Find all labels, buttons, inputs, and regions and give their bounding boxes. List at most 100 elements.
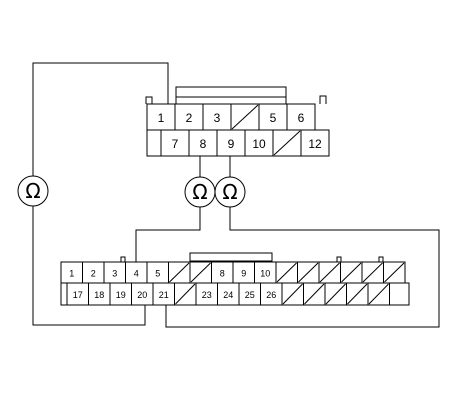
pin-number: 18 xyxy=(94,290,104,300)
empty-pin-cell xyxy=(189,261,212,284)
empty-pin-cell xyxy=(168,261,191,284)
pin-cell: 12 xyxy=(300,129,330,157)
wire-upper9-to-lower21 xyxy=(165,156,440,328)
pin-number: 24 xyxy=(223,290,233,300)
empty-pin-cell xyxy=(324,282,347,306)
pin-cell: 9 xyxy=(232,261,255,284)
pin-cell-border xyxy=(160,129,190,157)
pin-cell-border xyxy=(300,129,330,157)
pin-number: 7 xyxy=(172,137,179,151)
ohm-symbol: Ω xyxy=(222,180,237,204)
pin-number: 9 xyxy=(228,137,235,151)
pin-cell: 2 xyxy=(82,261,105,284)
unused-pin-slash xyxy=(169,262,190,283)
pin-number: 25 xyxy=(245,290,255,300)
ohm-symbol: Ω xyxy=(25,179,40,203)
ohmmeter-right: Ω xyxy=(214,176,246,208)
pin-number: 1 xyxy=(69,269,74,279)
pin-cell: 6 xyxy=(286,103,316,131)
empty-pin-cell xyxy=(281,282,304,306)
pin-number: 21 xyxy=(159,290,169,300)
empty-pin-cell xyxy=(272,129,302,157)
empty-pin-cell xyxy=(346,282,369,306)
pin-cell: 7 xyxy=(160,129,190,157)
pin-number: 8 xyxy=(220,269,225,279)
pin-number: 3 xyxy=(112,269,117,279)
pin-cell: 18 xyxy=(88,282,111,306)
pin-cell: 19 xyxy=(109,282,132,306)
pin-cell: 10 xyxy=(254,261,277,284)
upper-connector-housing xyxy=(145,95,327,104)
upper-row2-spacer xyxy=(146,129,162,157)
unused-pin-slash xyxy=(231,104,259,130)
empty-pin-cell xyxy=(318,261,341,284)
pin-number: 26 xyxy=(266,290,276,300)
wire-upper1-to-lower20 xyxy=(32,62,169,326)
unused-pin-slash xyxy=(282,283,303,305)
pin-cell: 23 xyxy=(195,282,218,306)
pin-number: 9 xyxy=(241,269,246,279)
pin-cell-border xyxy=(216,129,246,157)
unused-pin-slash xyxy=(325,283,346,305)
unused-pin-slash xyxy=(341,262,362,283)
unused-pin-slash xyxy=(347,283,368,305)
lower-row2-spacer xyxy=(60,282,68,306)
pin-number: 10 xyxy=(252,137,266,151)
pin-number: 17 xyxy=(73,290,83,300)
pin-number: 23 xyxy=(202,290,212,300)
pin-number: 2 xyxy=(186,111,193,125)
pin-cell: 9 xyxy=(216,129,246,157)
unused-pin-slash xyxy=(276,262,297,283)
unused-pin-slash xyxy=(190,262,211,283)
pin-number: 8 xyxy=(200,137,207,151)
pin-number: 1 xyxy=(158,111,165,125)
wiring xyxy=(32,62,440,328)
empty-pin-cell xyxy=(340,261,363,284)
pin-number: 12 xyxy=(308,137,322,151)
ohmmeter-center: Ω xyxy=(184,176,216,208)
pin-cell: 24 xyxy=(217,282,240,306)
pin-cell: 2 xyxy=(174,103,204,131)
unused-pin-slash xyxy=(304,283,325,305)
pin-cell: 5 xyxy=(258,103,288,131)
ohmmeter-right-ring xyxy=(214,176,246,208)
pin-number: 19 xyxy=(116,290,126,300)
wire-upper8-to-lower4 xyxy=(135,156,201,262)
unused-pin-slash xyxy=(362,262,383,283)
pin-cell-border xyxy=(174,103,204,131)
pin-cell: 3 xyxy=(103,261,126,284)
pin-cell: 21 xyxy=(152,282,175,306)
ohmmeter-left-ring xyxy=(17,175,49,207)
empty-pin-cell xyxy=(230,103,260,131)
pin-cell: 8 xyxy=(188,129,218,157)
empty-pin-cell xyxy=(174,282,197,306)
pin-cell: 26 xyxy=(260,282,283,306)
empty-pin-cell xyxy=(303,282,326,306)
pin-cell: 5 xyxy=(146,261,169,284)
lower-row2-end xyxy=(389,282,410,306)
empty-pin-cell xyxy=(367,282,390,306)
pin-number: 5 xyxy=(155,269,160,279)
unused-pin-slash xyxy=(298,262,319,283)
upper-connector-lock xyxy=(175,86,287,98)
lower-tab xyxy=(378,256,384,263)
pin-cell: 3 xyxy=(202,103,232,131)
pin-cell: 4 xyxy=(125,261,148,284)
pin-cell: 17 xyxy=(66,282,89,306)
ohm-symbol: Ω xyxy=(192,180,207,204)
pin-number: 20 xyxy=(137,290,147,300)
pin-cell: 25 xyxy=(238,282,261,306)
unused-pin-slash xyxy=(273,130,301,156)
pin-number: 10 xyxy=(260,269,270,279)
pin-number: 2 xyxy=(91,269,96,279)
empty-pin-cell xyxy=(275,261,298,284)
empty-pin-cell xyxy=(383,261,406,284)
pin-cell-border xyxy=(258,103,288,131)
unused-pin-slash xyxy=(368,283,389,305)
lower-connector-lock xyxy=(189,252,273,262)
